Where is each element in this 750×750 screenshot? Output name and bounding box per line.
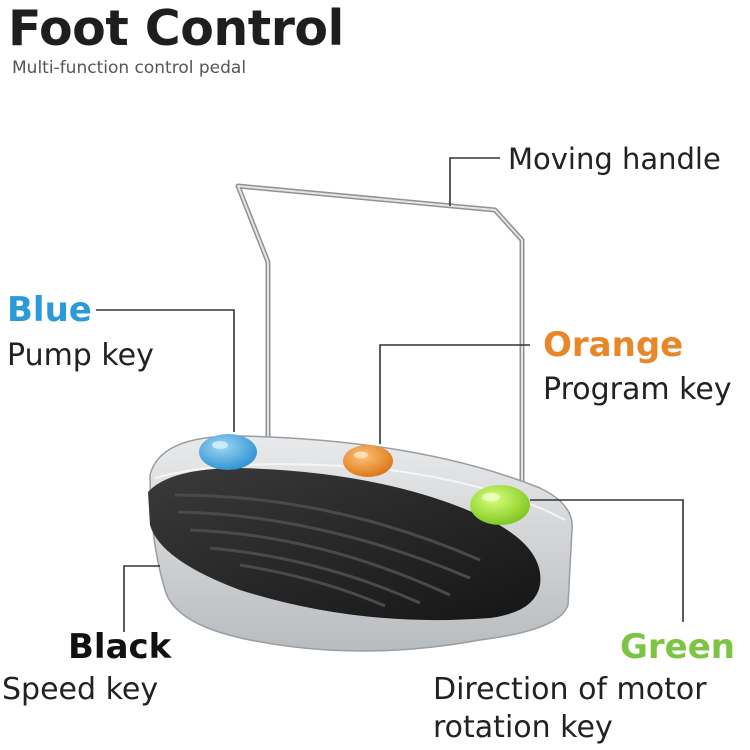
green-leader-line xyxy=(530,499,684,622)
direction-key-label-line2: rotation key xyxy=(433,710,613,745)
blue-pump-button xyxy=(199,434,257,470)
blue-leader-line xyxy=(96,309,235,432)
black-color-label: Black xyxy=(68,627,172,667)
page-subtitle: Multi-function control pedal xyxy=(12,58,247,78)
blue-color-label: Blue xyxy=(7,290,92,330)
leader-lines xyxy=(96,157,684,632)
orange-program-button xyxy=(343,445,393,477)
page-title: Foot Control xyxy=(8,0,344,57)
direction-key-label-line1: Direction of motor xyxy=(433,672,707,707)
speed-key-label: Speed key xyxy=(2,672,159,707)
pump-key-label: Pump key xyxy=(7,338,154,373)
moving-handle-wire xyxy=(235,183,525,508)
orange-leader-line xyxy=(379,344,530,444)
black-leader-line xyxy=(123,565,160,632)
handle-leader-line xyxy=(449,157,500,206)
moving-handle-label: Moving handle xyxy=(508,142,721,176)
program-key-label: Program key xyxy=(543,372,732,407)
green-color-label: Green xyxy=(620,627,735,667)
black-speed-pad xyxy=(148,468,541,621)
green-direction-button xyxy=(470,485,530,525)
orange-color-label: Orange xyxy=(543,325,684,365)
